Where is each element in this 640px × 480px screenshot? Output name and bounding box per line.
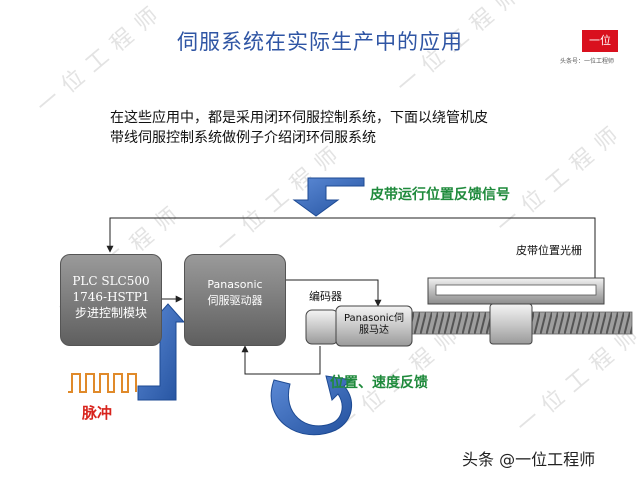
motor-body: [335, 305, 413, 347]
plc-line-3: 步进控制模块: [74, 306, 147, 320]
motor-line-1: Panasonic伺: [343, 313, 405, 324]
servo-driver-box: Panasonic 伺服驱动器: [184, 254, 286, 346]
brand-logo: 一位: [582, 30, 618, 52]
driver-line-2: 伺服驱动器: [207, 294, 263, 307]
belt-feedback-arrow: [292, 177, 365, 217]
belt-feedback-line: [106, 217, 596, 285]
belt-feedback-label: 皮带运行位置反馈信号: [370, 187, 510, 203]
pulse-waveform: [68, 373, 137, 393]
driver-line-1: Panasonic: [207, 278, 263, 291]
belt-grating-label: 皮带位置光栅: [516, 244, 582, 257]
motor-end-cap: [305, 309, 339, 345]
plc-line-1: PLC SLC500: [72, 274, 150, 288]
pulse-label: 脉冲: [82, 404, 113, 422]
encoder-feedback-line: [241, 345, 321, 375]
intro-text: 在这些应用中，都是采用闭环伺服控制系统，下面以绕管机皮 带线伺服控制系统做例子介…: [110, 108, 550, 148]
motor-label: Panasonic伺 服马达: [336, 313, 412, 337]
brand-logo-subtitle: 头条号：一位工程师: [560, 58, 615, 65]
motor-line-2: 服马达: [359, 325, 389, 336]
plc-module-box: PLC SLC500 1746-HSTP1 步进控制模块: [60, 254, 162, 346]
driver-to-motor-line: [284, 279, 382, 307]
encoder-label: 编码器: [309, 290, 342, 303]
page-title: 伺服系统在实际生产中的应用: [177, 30, 463, 54]
source-credit: 头条 @一位工程师: [462, 450, 596, 469]
grating-rail-inner: [435, 284, 597, 296]
position-feedback-arrow: [270, 375, 354, 436]
intro-line-2: 带线伺服控制系统做例子介绍闭环伺服系统: [110, 130, 376, 146]
plc-line-2: 1746-HSTP1: [72, 290, 150, 304]
carriage-block: [489, 303, 533, 345]
intro-line-1: 在这些应用中，都是采用闭环伺服控制系统，下面以绕管机皮: [110, 110, 488, 126]
pulse-input-arrow: [137, 303, 186, 401]
position-speed-feedback-label: 位置、速度反馈: [330, 375, 428, 391]
